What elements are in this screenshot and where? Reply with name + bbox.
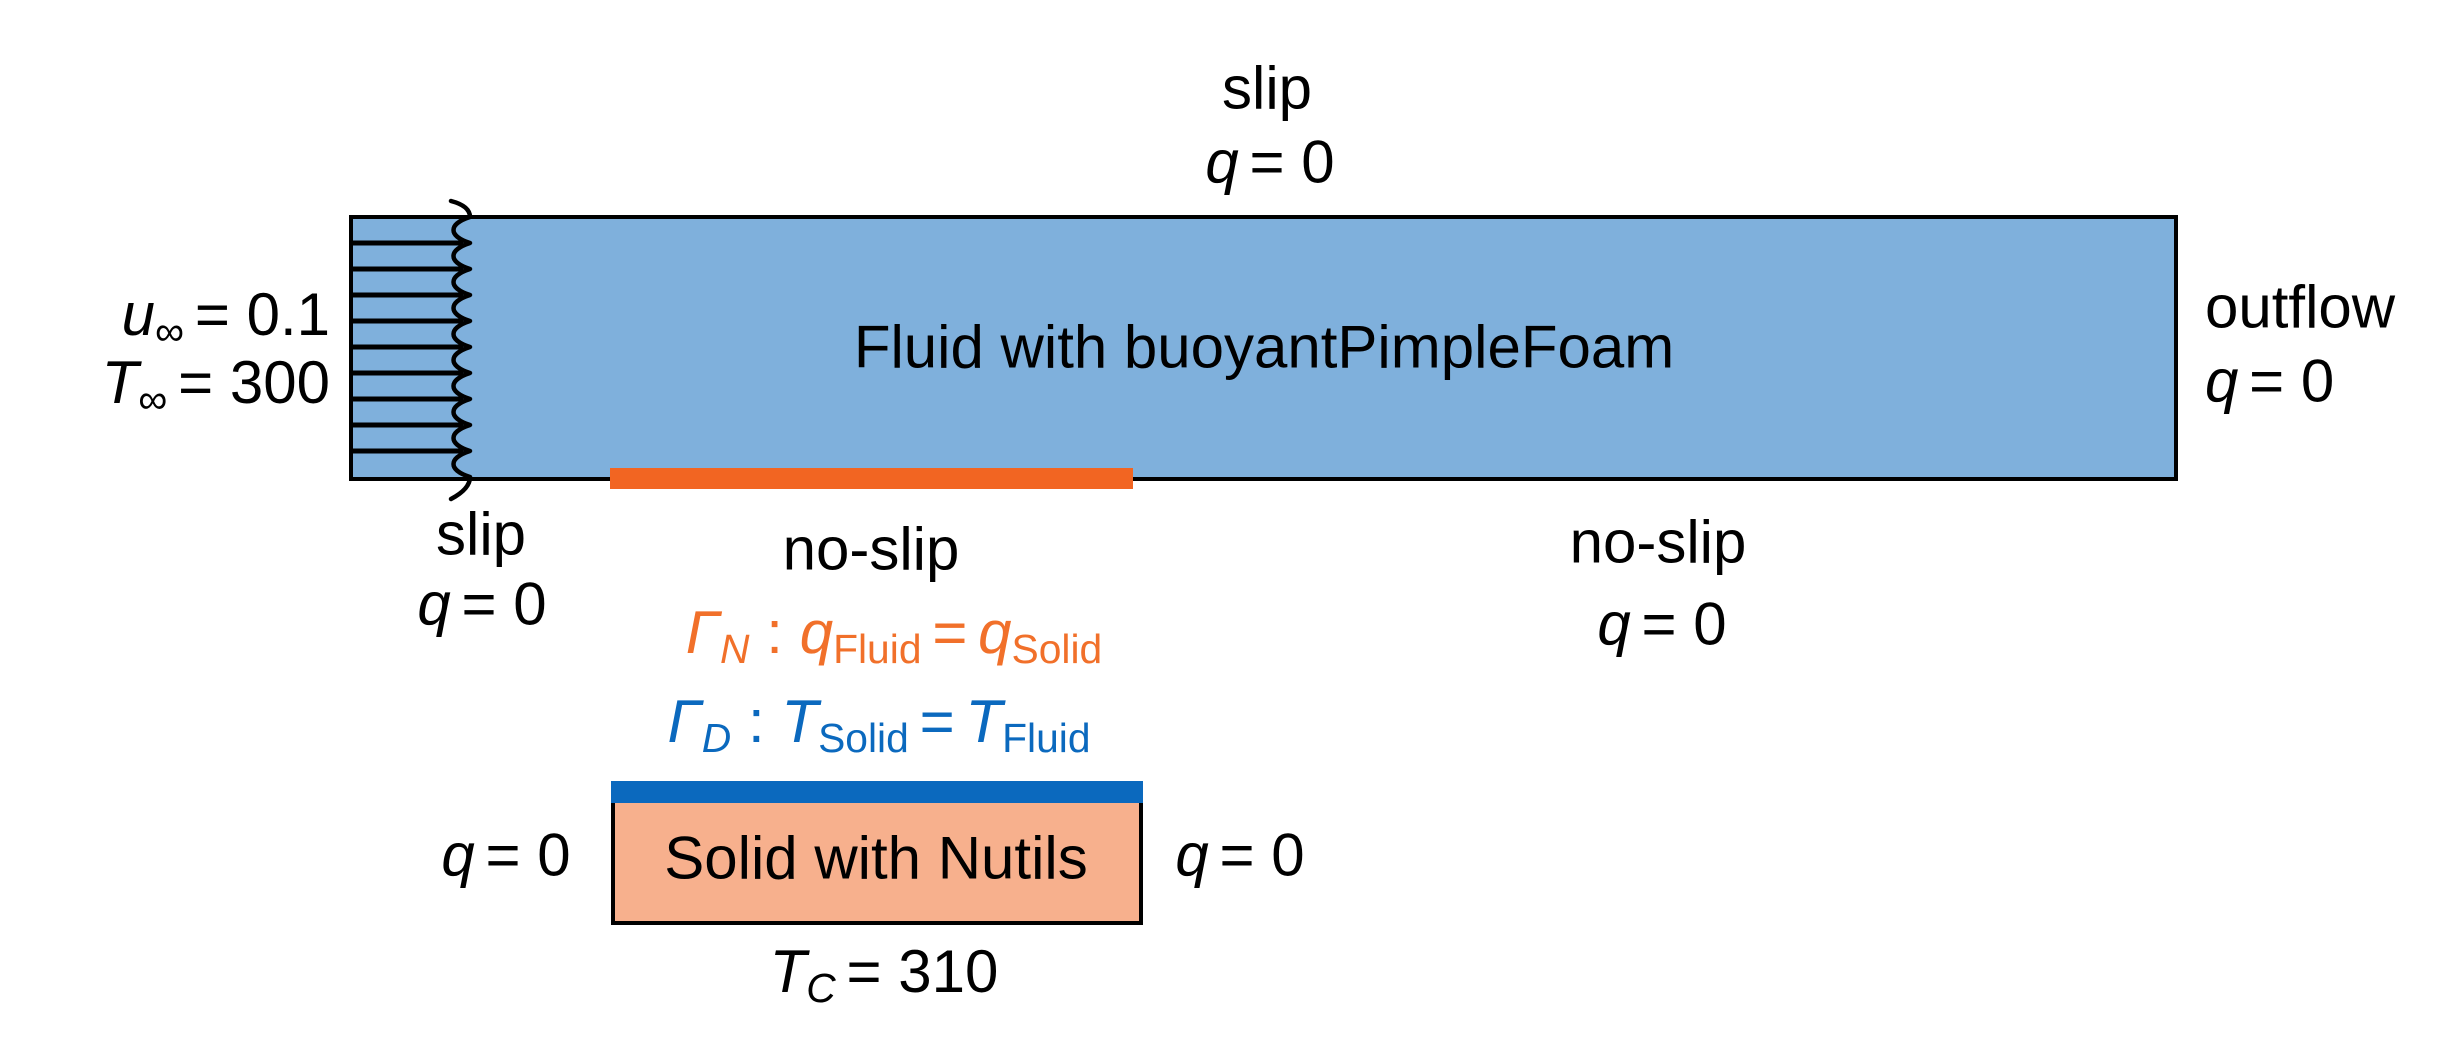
solid-left-q0-label: q= 0 [441,821,571,889]
T-subscript: ∞ [138,376,168,423]
top-slip-label: slip [1222,57,1312,120]
outflow-q0-label: q= 0 [2205,347,2335,415]
neumann-interface-label: ΓN:qFluid=qSolid [685,598,1103,673]
inlet-temperature-label: T∞= 300 [102,351,330,421]
interface-noslip-label: no-slip [782,515,960,583]
bottom-left-q0-label: q= 0 [417,570,547,638]
solid-bottom-temperature-label: TC= 310 [769,937,999,1012]
solid-domain-label: Solid with Nutils [664,824,1088,892]
u-value: = 0.1 [194,280,330,348]
bottom-right-noslip-label: no-slip [1569,508,1747,576]
slip-text: slip [1221,54,1313,122]
gamma-subscript: N [719,626,750,673]
gamma-symbol: Γ [667,687,702,755]
dirichlet-interface-strip [611,781,1143,803]
gamma-subscript: D [701,715,732,762]
T-var: T [101,348,139,416]
q-var: q [1205,128,1239,196]
dirichlet-interface-label: ΓD:TSolid=TFluid [667,687,1091,762]
u-subscript: ∞ [154,308,185,355]
gamma-symbol: Γ [685,598,720,666]
bottom-left-slip-label: slip [435,500,527,568]
T-value: = 300 [178,348,330,416]
solid-right-q0-label: q= 0 [1175,821,1305,889]
outflow-label: outflow [2205,273,2396,341]
top-q0-label: q= 0 [1205,131,1334,194]
fluid-domain-label: Fluid with buoyantPimpleFoam [853,313,1675,381]
neumann-interface-strip [610,468,1133,489]
inlet-velocity-label: u∞= 0.1 [122,283,330,353]
u-var: u [121,280,155,348]
fluid-domain-rect [349,215,2178,481]
q-value: = 0 [1249,128,1335,196]
bottom-right-q0-label: q= 0 [1597,590,1727,658]
